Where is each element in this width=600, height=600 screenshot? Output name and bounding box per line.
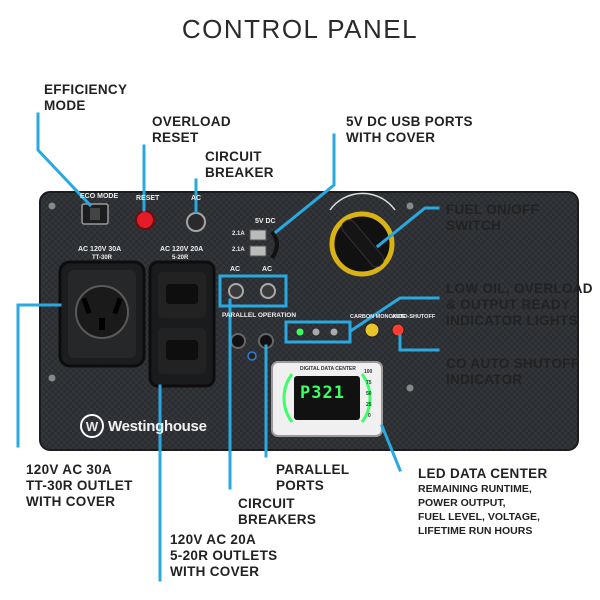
r520-label: 5-20R: [172, 255, 189, 261]
svg-text:W: W: [86, 419, 99, 434]
callout-parallel-ports: PARALLEL PORTS: [276, 462, 350, 493]
co-label: CARBON MONOXIDE: [350, 314, 406, 320]
parallel-operation-label: PARALLEL OPERATION: [222, 312, 297, 319]
indicator-lights-highlight: [284, 320, 352, 344]
callout-tt30r-outlet: 120V AC 30A TT-30R OUTLET WITH COVER: [26, 462, 133, 509]
usb-port[interactable]: [249, 245, 267, 257]
reset-label: RESET: [136, 195, 160, 202]
callout-indicator-lights: LOW OIL, OVERLOAD & OUTPUT READY INDICAT…: [446, 281, 593, 328]
screw-icon: [48, 374, 56, 382]
callout-circuit-breaker: CIRCUIT BREAKER: [205, 149, 274, 180]
callout-efficiency-mode: EFFICIENCY MODE: [44, 82, 128, 113]
callout-fuel-switch: FUEL ON/OFF SWITCH: [446, 202, 540, 233]
circuit-breaker-button[interactable]: [186, 212, 206, 232]
auto-shutoff-label: AUTO-SHUTOFF: [392, 314, 436, 320]
ac-breakers-highlight: [218, 274, 288, 308]
callout-overload-reset: OVERLOAD RESET: [152, 114, 231, 145]
pct-75: 75: [366, 380, 372, 386]
ac-30a-label: AC 120V 30A: [78, 246, 122, 253]
tt30r-label: TT-30R: [92, 255, 113, 261]
pct-25: 25: [366, 402, 372, 408]
eco-mode-label: ECO MODE: [80, 193, 119, 200]
overload-light: [312, 328, 320, 336]
co-shutoff-light: [391, 323, 405, 337]
brand-wordmark: Westinghouse: [108, 418, 207, 435]
usb-5v-label: 5V DC: [255, 218, 276, 225]
parallel-port[interactable]: [230, 333, 246, 349]
pct-0: 0: [368, 413, 371, 419]
ac-left-label: AC: [230, 266, 241, 273]
callout-led-data-center: LED DATA CENTER: [418, 466, 548, 481]
screw-icon: [406, 202, 414, 210]
page-title: CONTROL PANEL: [181, 14, 419, 44]
callout-lines: [16, 112, 440, 582]
usb-a1-label: 2.1A: [232, 231, 245, 237]
ac-right-label: AC: [262, 266, 273, 273]
screw-icon: [48, 202, 56, 210]
pct-100: 100: [364, 369, 373, 375]
callout-outlets-20a: 120V AC 20A 5-20R OUTLETS WITH COVER: [170, 532, 278, 579]
led-readout: P321: [300, 383, 345, 403]
usb-port[interactable]: [249, 229, 267, 241]
overload-reset-button[interactable]: [135, 210, 155, 230]
fuel-switch-knob[interactable]: [339, 217, 386, 269]
ac-20a-label: AC 120V 20A: [160, 246, 204, 253]
co-indicator-icon: [364, 322, 380, 338]
usb-a2-label: 2.1A: [232, 247, 245, 253]
screw-icon: [406, 384, 414, 392]
ac-small-label: AC: [191, 195, 202, 202]
callout-co-shutoff: CO AUTO SHUTOFF INDICATOR: [446, 356, 580, 387]
ac-breaker-button[interactable]: [260, 283, 276, 299]
callout-circuit-breakers: CIRCUIT BREAKERS: [238, 496, 317, 527]
westinghouse-logo-icon: [80, 414, 104, 438]
low-oil-light: [330, 328, 338, 336]
callout-led-details: REMAINING RUNTIME, POWER OUTPUT, FUEL LE…: [418, 483, 540, 537]
output-ready-light: [296, 328, 304, 336]
callout-usb-ports: 5V DC USB PORTS WITH COVER: [346, 114, 473, 145]
digital-data-center-label: DIGITAL DATA CENTER: [300, 366, 356, 372]
ac-breaker-button[interactable]: [228, 283, 244, 299]
pct-50: 50: [366, 391, 372, 397]
